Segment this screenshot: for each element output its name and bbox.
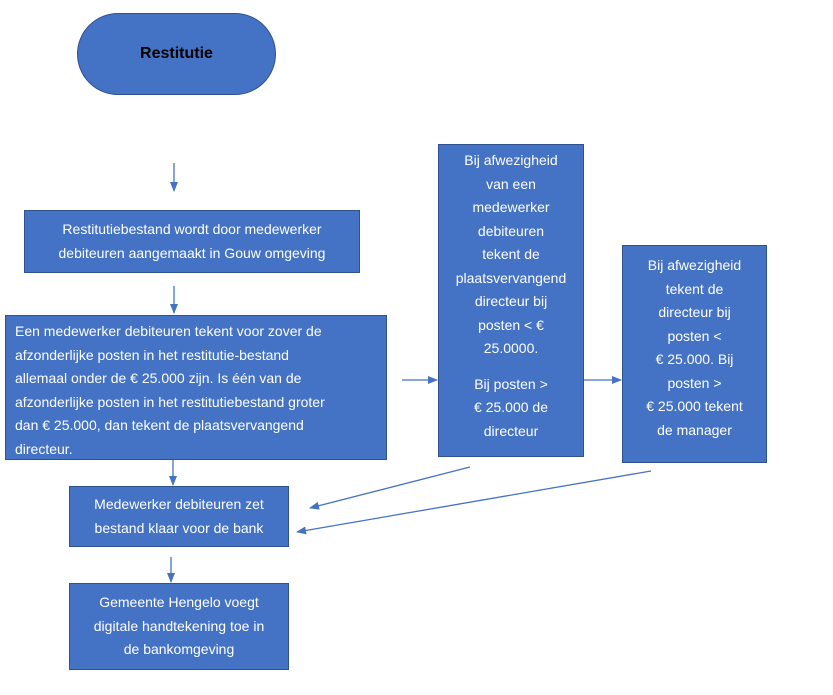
sign-rule-text: Een medewerker debiteuren tekent voor zo… <box>15 323 325 457</box>
prepare-bank-step: Medewerker debiteuren zet bestand klaar … <box>69 486 289 547</box>
digital-signature-step: Gemeente Hengelo voegt digitale handteke… <box>69 583 289 670</box>
create-file-step: Restitutiebestand wordt door medewerker … <box>24 210 360 273</box>
absence-director-text: Bij afwezigheid tekent de directeur bij … <box>646 257 743 438</box>
start-terminator: Restitutie <box>77 13 276 95</box>
digital-signature-text: Gemeente Hengelo voegt digitale handteke… <box>93 594 265 658</box>
arrow-absence-director-to-prepare <box>296 470 652 535</box>
absence-employee-step: Bij afwezigheid van een medewerker debit… <box>438 144 584 457</box>
absence-employee-text: Bij afwezigheid van een medewerker debit… <box>455 152 567 356</box>
absence-employee-text-2: Bij posten > € 25.000 de directeur <box>474 375 548 439</box>
start-label: Restitutie <box>140 45 213 63</box>
arrow-absence-employee-to-prepare <box>309 466 471 510</box>
prepare-bank-text: Medewerker debiteuren zet bestand klaar … <box>94 496 264 536</box>
sign-rule-step: Een medewerker debiteuren tekent voor zo… <box>5 315 387 460</box>
create-file-text: Restitutiebestand wordt door medewerker … <box>58 221 326 261</box>
absence-director-step: Bij afwezigheid tekent de directeur bij … <box>622 245 767 463</box>
